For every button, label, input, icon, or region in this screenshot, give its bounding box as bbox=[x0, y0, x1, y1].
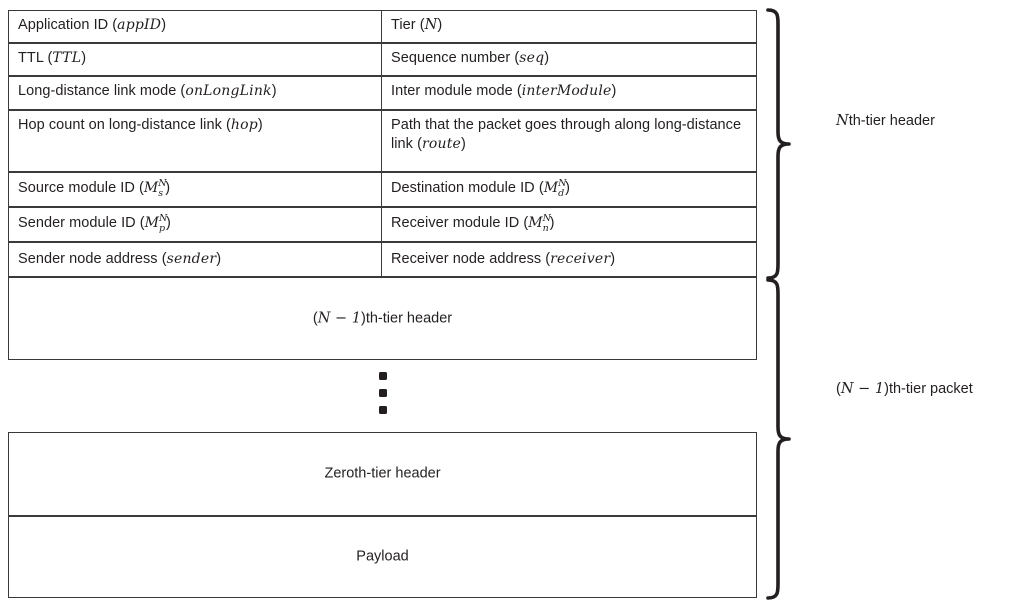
brace-lower-tier-packet bbox=[766, 278, 791, 600]
field-sender-node-address-label: Sender node address (sender) bbox=[18, 251, 222, 267]
block-lower-tier-header-label: (N − 1)th-tier header bbox=[312, 310, 453, 326]
field-application-id-label: Application ID (appID) bbox=[18, 17, 167, 33]
ellipsis-dot bbox=[379, 372, 387, 380]
block-lower-tier-header: (N − 1)th-tier header bbox=[8, 277, 757, 360]
field-tier: Tier (N) bbox=[381, 10, 757, 43]
field-route: Path that the packet goes through along … bbox=[381, 110, 757, 172]
field-hop-count-label: Hop count on long-distance link (hop) bbox=[18, 117, 263, 133]
annotation-nth-tier-header: Nth-tier header bbox=[836, 113, 935, 129]
field-ttl-label: TTL (TTL) bbox=[18, 50, 87, 66]
annotation-lower-tier-packet: (N − 1)th-tier packet bbox=[836, 381, 973, 397]
field-sequence-number-label: Sequence number (seq) bbox=[391, 50, 550, 66]
ellipsis-dot bbox=[379, 389, 387, 397]
field-hop-count: Hop count on long-distance link (hop) bbox=[8, 110, 382, 172]
field-receiver-node-address-label: Receiver node address (receiver) bbox=[391, 251, 616, 267]
block-payload-label: Payload bbox=[356, 548, 409, 565]
field-application-id: Application ID (appID) bbox=[8, 10, 382, 43]
block-zeroth-tier-header: Zeroth-tier header bbox=[8, 432, 757, 516]
field-receiver-node-address: Receiver node address (receiver) bbox=[381, 242, 757, 277]
ellipsis-dot bbox=[379, 406, 387, 414]
block-zeroth-tier-header-label: Zeroth-tier header bbox=[324, 465, 441, 482]
field-inter-module-mode: Inter module mode (interModule) bbox=[381, 76, 757, 110]
field-inter-module-mode-label: Inter module mode (interModule) bbox=[391, 83, 617, 99]
field-sender-node-address: Sender node address (sender) bbox=[8, 242, 382, 277]
field-long-distance-link-mode-label: Long-distance link mode (onLongLink) bbox=[18, 83, 277, 99]
field-long-distance-link-mode: Long-distance link mode (onLongLink) bbox=[8, 76, 382, 110]
block-payload: Payload bbox=[8, 516, 757, 598]
field-ttl: TTL (TTL) bbox=[8, 43, 382, 76]
field-route-label: Path that the packet goes through along … bbox=[391, 117, 742, 152]
field-tier-label: Tier (N) bbox=[391, 17, 443, 33]
vertical-ellipsis-icon bbox=[374, 372, 392, 414]
field-sequence-number: Sequence number (seq) bbox=[381, 43, 757, 76]
brace-nth-tier-header bbox=[766, 8, 791, 280]
